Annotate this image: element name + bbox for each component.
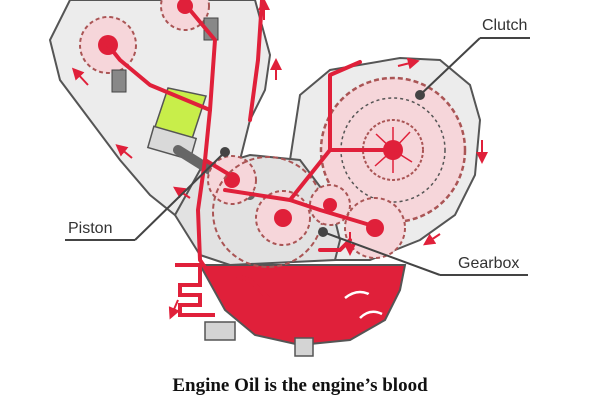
valve-left — [111, 69, 127, 93]
callout-lines — [65, 37, 530, 276]
oil-pump-coil — [175, 263, 215, 317]
oil-swirl-arrow-icon — [344, 287, 381, 303]
oil-filter — [204, 321, 236, 341]
gearbox-gear — [344, 197, 406, 259]
crankshaft-gear — [255, 190, 311, 246]
piston-label: Piston — [68, 220, 112, 237]
diagram-caption: Engine Oil is the engine’s blood — [172, 375, 428, 396]
oil-lines — [106, 0, 395, 322]
oil-sump — [198, 264, 407, 347]
clutch-label: Clutch — [482, 17, 527, 34]
engine-oil-diagram: Clutch Piston Gearbox — [48, 0, 530, 357]
spark-icon — [374, 127, 413, 173]
oil-swirl-arrow-icon — [359, 310, 383, 319]
gearbox-label: Gearbox — [458, 255, 519, 272]
flow-arrow-icon — [71, 0, 488, 320]
oil-drain-plug — [294, 337, 314, 357]
